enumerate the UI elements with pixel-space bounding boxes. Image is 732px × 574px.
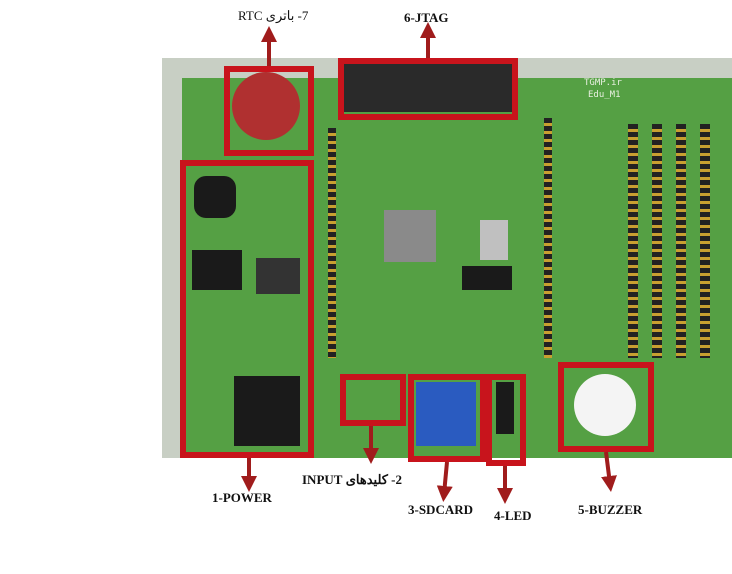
jtag-highlight [338, 58, 518, 120]
pin-header [676, 124, 686, 358]
buzzer-highlight [558, 362, 654, 452]
silkscreen-text: Edu_M1 [588, 90, 621, 100]
rtc-highlight [224, 66, 314, 156]
regulator [192, 250, 242, 290]
led-highlight [486, 374, 526, 466]
board-edge-left [162, 58, 182, 458]
regulator-2 [256, 258, 300, 294]
label-led: 4-LED [494, 508, 532, 523]
label-rtc: 7- باتری RTC [238, 8, 309, 23]
pin-header [652, 124, 662, 358]
jtag-connector [344, 62, 514, 112]
sdcard-highlight [408, 374, 486, 462]
label-jtag: 6-JTAG [404, 10, 449, 25]
arrow-buzzer [601, 451, 617, 492]
power-highlight [180, 160, 314, 458]
label-sdcard: 3-SDCARD [408, 502, 473, 517]
pin-header [328, 128, 336, 358]
inductor [194, 176, 236, 218]
sd-card [416, 382, 476, 446]
input-highlight [340, 374, 406, 426]
crystal-oscillator [462, 266, 512, 290]
rtc-battery-holder [232, 72, 300, 140]
silkscreen-text: TGMP.ir [584, 78, 622, 88]
crystal [480, 220, 508, 260]
dc-jack [234, 376, 300, 446]
label-buzzer: 5-BUZZER [578, 502, 643, 517]
arrow-sdcard [436, 461, 453, 502]
led [496, 382, 514, 434]
label-power: 1-POWER [212, 490, 272, 505]
microcontroller-chip [384, 210, 436, 262]
label-input: 2- کلیدهای INPUT [302, 472, 403, 487]
pcb-board: TGMP.ir Edu_M1 [162, 58, 732, 458]
pin-header [544, 118, 552, 358]
pin-header [628, 124, 638, 358]
pin-header [700, 124, 710, 358]
buzzer [574, 374, 636, 436]
